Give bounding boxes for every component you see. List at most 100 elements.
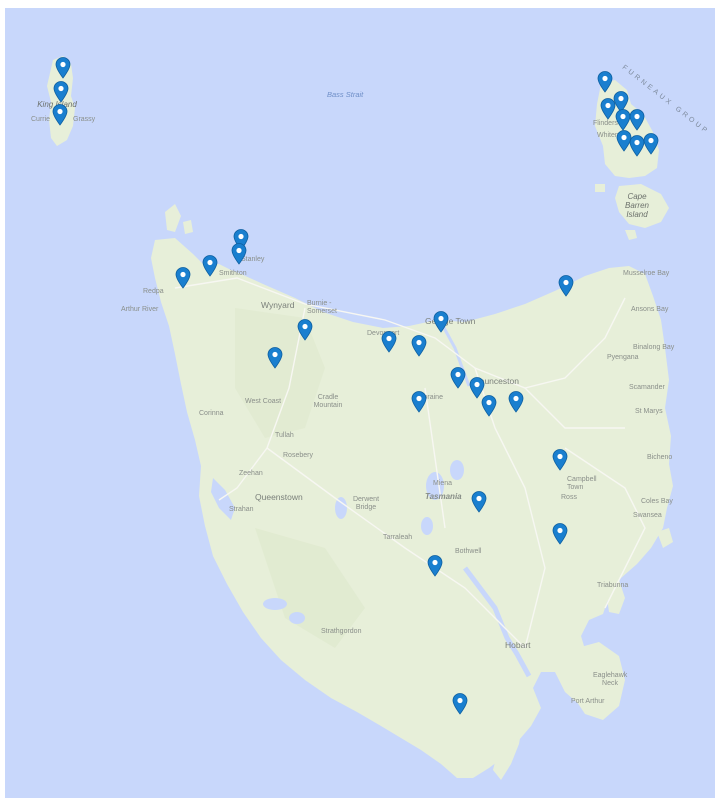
- map-marker-8[interactable]: [629, 109, 645, 131]
- map-marker-21[interactable]: [558, 275, 574, 297]
- place-wynyard: Wynyard: [261, 300, 295, 310]
- marker-pin-icon: [629, 109, 645, 131]
- marker-pin-icon: [508, 391, 524, 413]
- map-marker-19[interactable]: [411, 335, 427, 357]
- marker-pin-icon: [629, 135, 645, 157]
- place-grassy: Grassy: [73, 116, 96, 123]
- map-marker-5[interactable]: [613, 91, 629, 113]
- place-ross: Ross: [561, 494, 577, 501]
- place-eaglehawk-neck: Eaglehawk Neck: [593, 672, 628, 687]
- place-bicheno: Bicheno: [647, 454, 673, 461]
- cape-barren-island-shape: [615, 184, 669, 228]
- map-marker-31[interactable]: [452, 693, 468, 715]
- map-marker-22[interactable]: [450, 367, 466, 389]
- place-port-arthur: Port Arthur: [571, 698, 605, 705]
- place-miena: Miena: [433, 480, 453, 487]
- place-launceston: Launceston: [475, 376, 519, 386]
- marker-pin-icon: [55, 57, 71, 79]
- map-marker-7[interactable]: [615, 109, 631, 131]
- map-marker-16[interactable]: [297, 319, 313, 341]
- marker-pin-icon: [231, 243, 247, 265]
- map-marker-18[interactable]: [381, 331, 397, 353]
- place-coles-bay: Coles Bay: [641, 498, 673, 505]
- map-marker-26[interactable]: [411, 391, 427, 413]
- marker-pin-icon: [53, 81, 69, 103]
- map-marker-15[interactable]: [175, 267, 191, 289]
- marker-pin-icon: [469, 377, 485, 399]
- marker-pin-icon: [558, 275, 574, 297]
- place-deloraine: Deloraine: [413, 394, 443, 401]
- cape-barren-island-label: Cape Barren Island: [624, 192, 649, 219]
- marker-pin-icon: [643, 133, 659, 155]
- place-tullah: Tullah: [275, 432, 294, 439]
- bass-strait-label: Bass Strait: [327, 90, 364, 99]
- map-marker-13[interactable]: [231, 243, 247, 265]
- place-scamander: Scamander: [629, 384, 665, 391]
- map-marker-2[interactable]: [53, 81, 69, 103]
- place-george-town: George Town: [425, 316, 476, 326]
- place-queenstown: Queenstown: [255, 492, 303, 502]
- place-strathgordon: Strathgordon: [321, 628, 362, 635]
- place-currie: Currie: [31, 116, 51, 123]
- map-marker-11[interactable]: [643, 133, 659, 155]
- place-burnie-somerset: Burnie - Somerset: [307, 300, 337, 315]
- map-marker-25[interactable]: [508, 391, 524, 413]
- place-stanley: Stanley: [241, 256, 265, 263]
- map-marker-23[interactable]: [469, 377, 485, 399]
- marker-pin-icon: [175, 267, 191, 289]
- marker-pin-icon: [267, 347, 283, 369]
- map-marker-28[interactable]: [471, 491, 487, 513]
- tasmania-label: Tasmania: [425, 492, 462, 501]
- map-marker-1[interactable]: [55, 57, 71, 79]
- marker-pin-icon: [616, 130, 632, 152]
- marker-pin-icon: [411, 391, 427, 413]
- place-pyengana: Pyengana: [607, 354, 639, 361]
- marker-pin-icon: [52, 104, 68, 126]
- land-layer: [47, 56, 673, 780]
- place-flinders: Flinders: [593, 120, 618, 127]
- marker-pin-icon: [613, 91, 629, 113]
- place-devonport: Devonport: [367, 330, 400, 337]
- tasman-peninsula-shape: [569, 642, 625, 720]
- map-marker-17[interactable]: [267, 347, 283, 369]
- place-ansons-bay: Ansons Bay: [631, 306, 669, 313]
- place-bothwell: Bothwell: [455, 548, 482, 555]
- place-strahan: Strahan: [229, 506, 254, 513]
- place-st-marys: St Marys: [635, 408, 663, 415]
- marker-pin-icon: [552, 523, 568, 545]
- marker-pin-icon: [297, 319, 313, 341]
- map-marker-24[interactable]: [481, 395, 497, 417]
- marker-pin-icon: [450, 367, 466, 389]
- place-derwent-bridge: Derwent Bridge: [352, 496, 380, 511]
- map-marker-29[interactable]: [552, 523, 568, 545]
- marker-pin-icon: [381, 331, 397, 353]
- marker-pin-icon: [202, 255, 218, 277]
- map-marker-10[interactable]: [629, 135, 645, 157]
- place-cradle-mountain: Cradle Mountain: [313, 394, 343, 409]
- place-musselroe-bay: Musselroe Bay: [623, 270, 670, 277]
- map-marker-27[interactable]: [552, 449, 568, 471]
- place-redpa: Redpa: [143, 288, 164, 295]
- map-marker-20[interactable]: [433, 311, 449, 333]
- map-marker-4[interactable]: [597, 71, 613, 93]
- place-campbell-town: Campbell Town: [567, 476, 597, 491]
- place-rosebery: Rosebery: [283, 452, 313, 459]
- place-west-coast: West Coast: [245, 398, 282, 405]
- marker-pin-icon: [427, 555, 443, 577]
- map-marker-9[interactable]: [616, 130, 632, 152]
- place-arthur-river: Arthur River: [121, 306, 159, 313]
- place-corinna: Corinna: [199, 410, 224, 417]
- place-binalong-bay: Binalong Bay: [633, 344, 675, 351]
- map-marker-30[interactable]: [427, 555, 443, 577]
- map-marker-14[interactable]: [202, 255, 218, 277]
- place-triabunna: Triabunna: [597, 582, 629, 589]
- marker-pin-icon: [552, 449, 568, 471]
- place-zeehan: Zeehan: [239, 470, 263, 477]
- place-hobart: Hobart: [505, 640, 531, 650]
- bruny-island-shape: [493, 704, 523, 780]
- map-marker-6[interactable]: [600, 98, 616, 120]
- marker-pin-icon: [597, 71, 613, 93]
- map-view[interactable]: Bass Strait FURNEAUX GROUP King Island C…: [5, 8, 715, 798]
- map-marker-3[interactable]: [52, 104, 68, 126]
- place-tarraleah: Tarraleah: [383, 534, 413, 541]
